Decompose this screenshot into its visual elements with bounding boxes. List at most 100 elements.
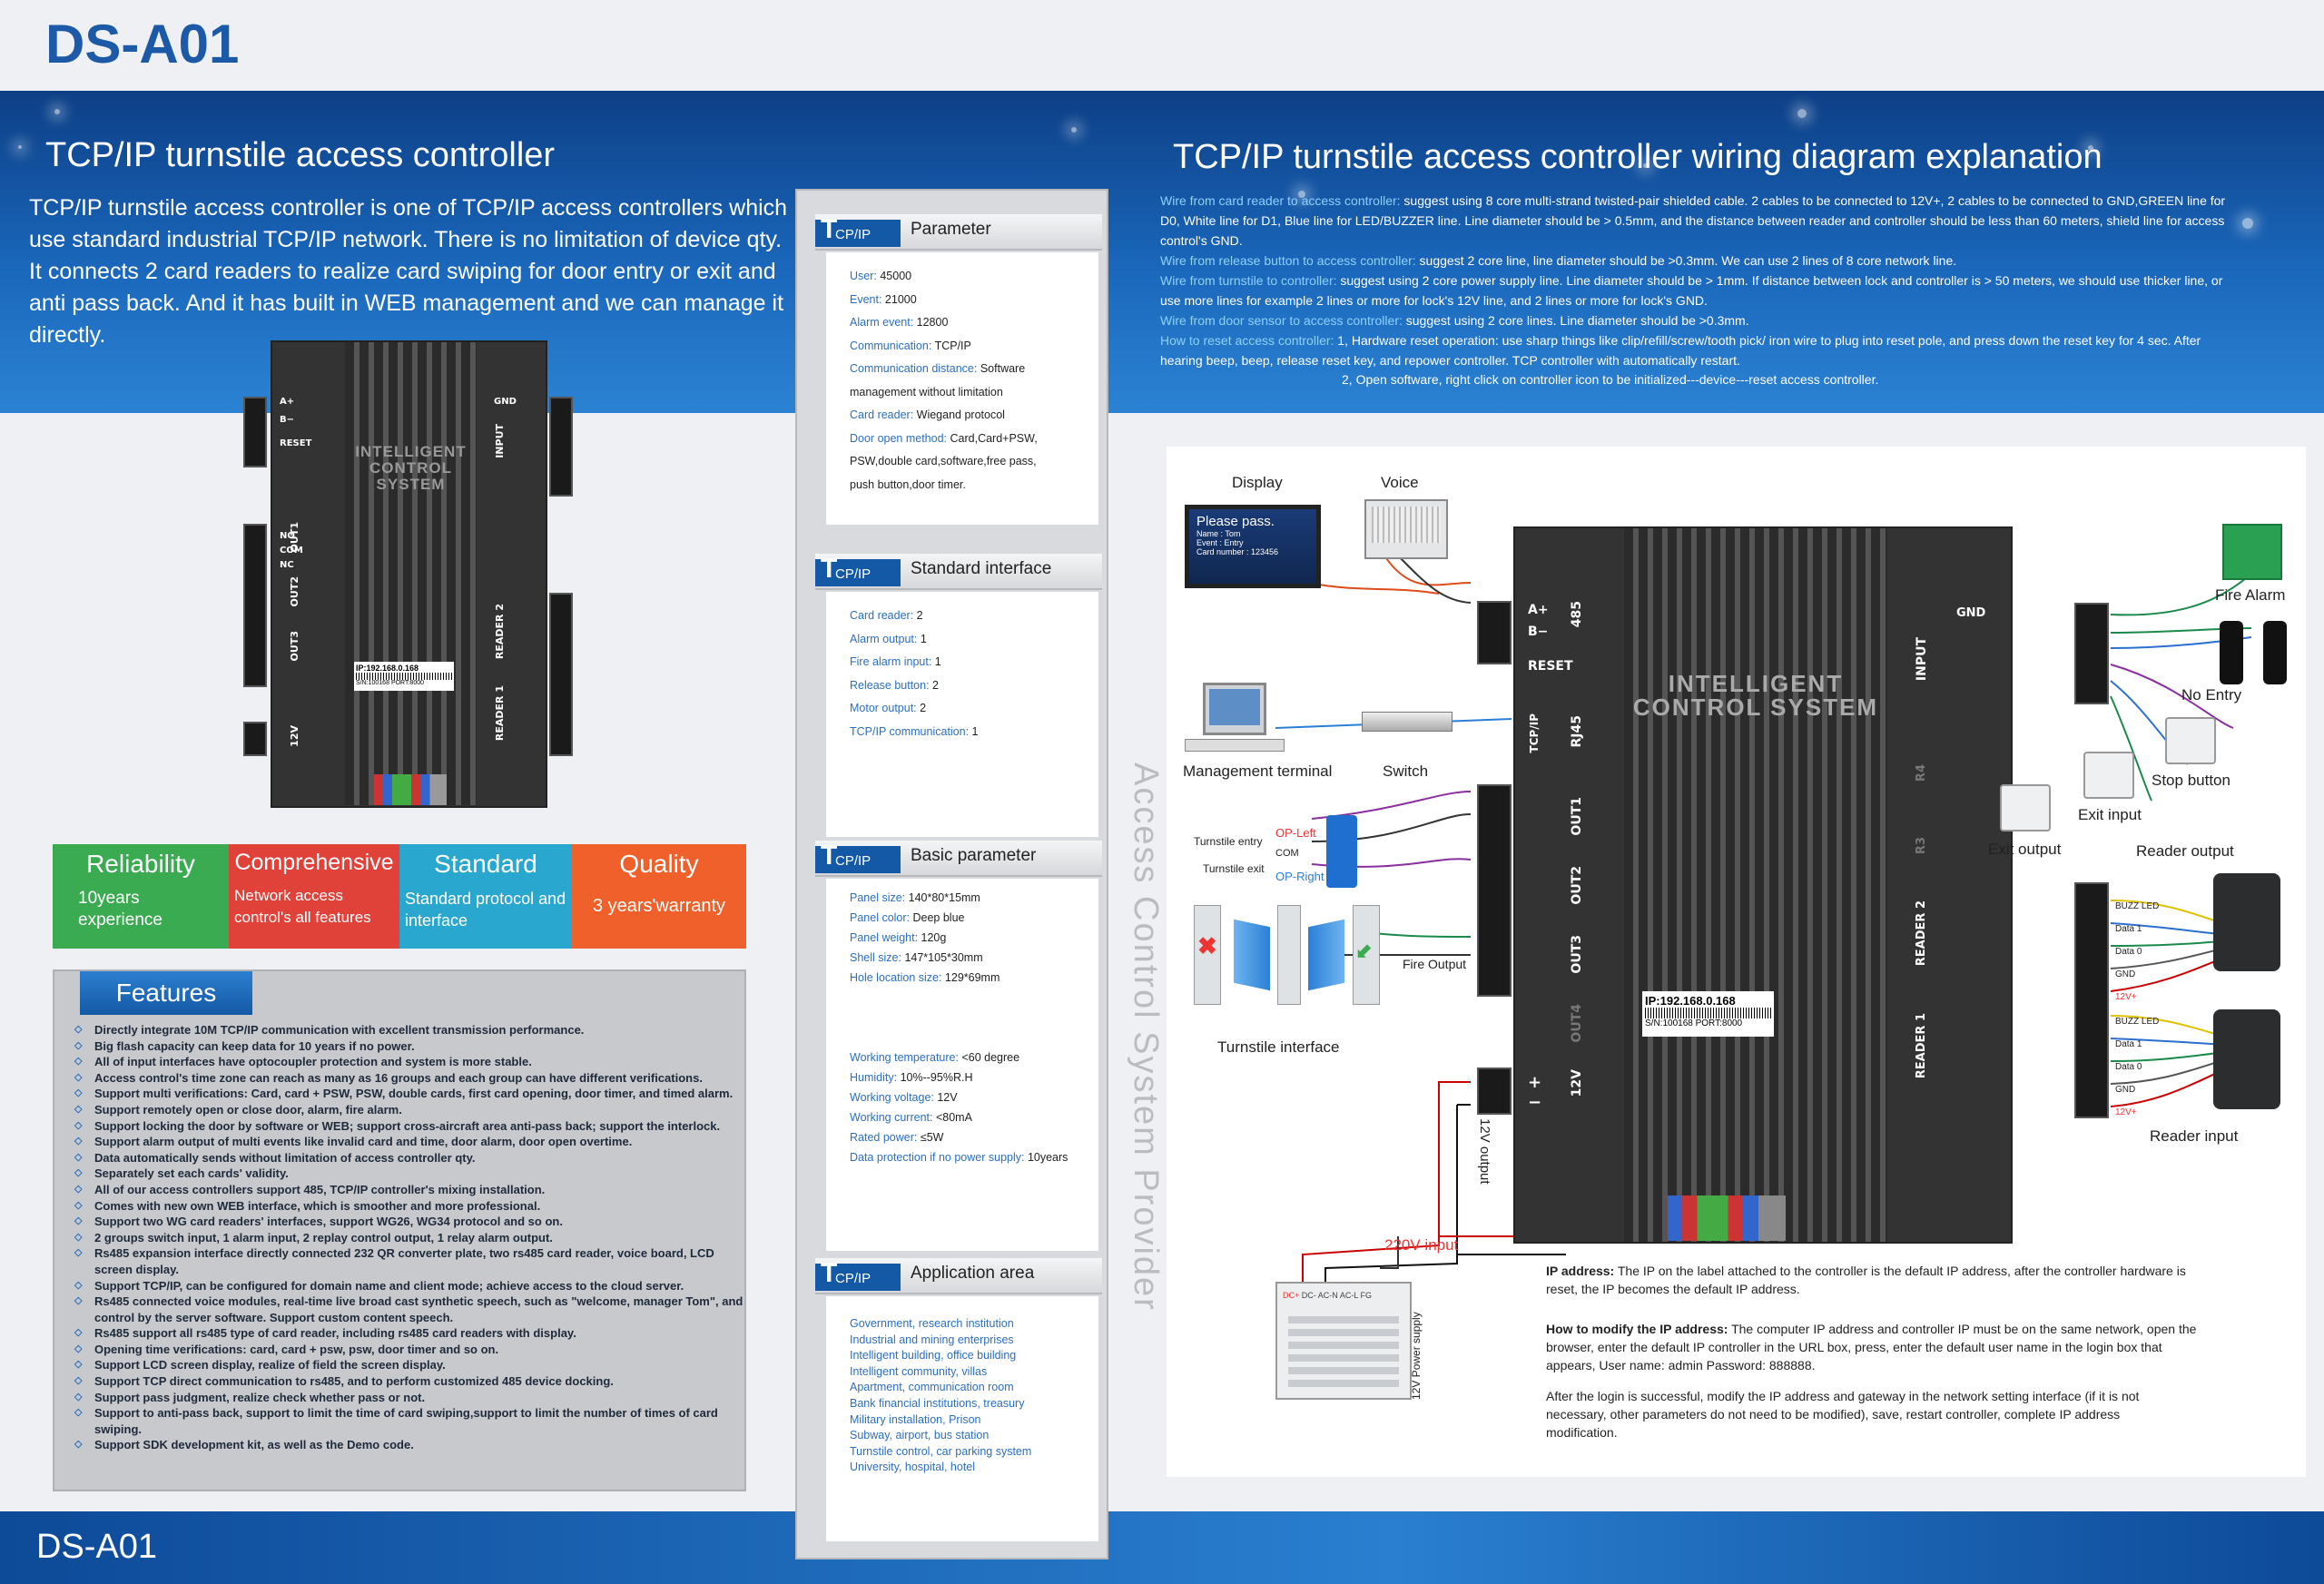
op-com-label: COM xyxy=(1275,848,1299,859)
spec-row: Panel weight: 120g xyxy=(850,928,1095,948)
basic-heading: Basic parameter xyxy=(911,846,1037,865)
model-title: DS-A01 xyxy=(45,14,240,74)
spec-row: Panel size: 140*80*15mm xyxy=(850,888,1095,908)
spec-key: Rated power: xyxy=(850,1131,921,1144)
feature-item: Support TCP direct communication to rs48… xyxy=(73,1373,744,1390)
terminal-readers[interactable] xyxy=(2074,882,2109,1118)
sn-text: S/N:100168 xyxy=(356,680,389,686)
mgmt-label: Management terminal xyxy=(1183,762,1333,780)
feature-item: Directly integrate 10M TCP/IP communicat… xyxy=(73,1022,744,1038)
spec-key: Fire alarm input: xyxy=(850,655,935,668)
bokeh-dot xyxy=(1643,163,1648,168)
standard-heading: Standard interface xyxy=(911,559,1052,578)
feature-item: Support two WG card readers' interfaces,… xyxy=(73,1214,744,1230)
wire-label: GND xyxy=(2115,1085,2136,1095)
fire-alarm-device xyxy=(2222,524,2282,580)
voice-label: Voice xyxy=(1381,474,1419,491)
lbl-reader2: READER 2 xyxy=(1915,900,1928,967)
spec-key: TCP/IP communication: xyxy=(850,724,972,738)
application-item: Government, research institution xyxy=(850,1317,1014,1330)
terminal-input[interactable] xyxy=(2074,603,2109,704)
psu-terminal: AC-L xyxy=(1339,1291,1358,1300)
exit-input-device xyxy=(2083,752,2134,799)
spec-value: Card,Card+PSW, xyxy=(950,431,1038,445)
feature-quality: Quality 3 years'warranty xyxy=(572,844,746,949)
bokeh-dot xyxy=(18,145,22,149)
wiring-note-key: Wire from release button to access contr… xyxy=(1160,253,1416,268)
lbl-out3: OUT3 xyxy=(289,631,300,662)
exit-output-label: Exit output xyxy=(1988,841,2062,858)
sensor-right xyxy=(2263,621,2287,684)
spec-key: User: xyxy=(850,270,881,282)
ip-text: IP:192.168.0.168 xyxy=(356,664,419,673)
terminal-readers xyxy=(549,593,573,756)
lbl-gnd: GND xyxy=(1956,606,1986,620)
spec-value: 2 xyxy=(916,609,923,622)
spec-value: 1 xyxy=(971,724,979,738)
bokeh-dot xyxy=(2242,218,2253,229)
feature-item: Support to anti-pass back, support to li… xyxy=(73,1405,744,1437)
spec-row: Alarm output: 1 xyxy=(850,628,1095,652)
lbl-input: INPUT xyxy=(1915,637,1929,682)
parameter-header: CP/IP Parameter xyxy=(815,214,1102,251)
led-strip xyxy=(1668,1195,1786,1241)
spec-value: 120g xyxy=(921,931,947,944)
psu-label: 12V Power supply xyxy=(1410,1312,1423,1400)
application-item: Intelligent community, villas xyxy=(850,1364,988,1378)
wiring-diagram: Display Please pass. Name : Tom Event : … xyxy=(1167,447,2306,1477)
spec-key: Shell size: xyxy=(850,951,905,964)
spec-value: Deep blue xyxy=(912,911,965,924)
psu-terminal: AC-N xyxy=(1317,1291,1338,1300)
spec-key: Card reader: xyxy=(850,408,917,421)
terminal-input xyxy=(549,397,573,497)
spec-key: Panel color: xyxy=(850,911,913,924)
reset-step-2: 2, Open software, right click on control… xyxy=(1342,372,1879,387)
screen-line-1: Please pass. xyxy=(1196,514,1275,529)
lbl-b-minus: B− xyxy=(1528,625,1549,639)
turnstile-if-label: Turnstile interface xyxy=(1217,1038,1340,1056)
after-login-note: After the login is successful, modify th… xyxy=(1546,1389,2140,1440)
feature-item: 2 groups switch input, 1 alarm input, 2 … xyxy=(73,1230,744,1246)
spec-value: 129*69mm xyxy=(944,971,1000,984)
spec-key: Panel weight: xyxy=(850,931,921,944)
wire xyxy=(2110,664,2234,729)
spec-row: Communication: TCP/IP xyxy=(850,335,1095,359)
left-title: TCP/IP turnstile access controller xyxy=(45,136,556,174)
stop-button-label: Stop button xyxy=(2152,772,2230,789)
lbl-reset: RESET xyxy=(1528,659,1573,674)
bokeh-dot xyxy=(1298,191,1305,198)
wiring-note-text: suggest using 2 core lines. Line diamete… xyxy=(1402,313,1749,328)
application-item: Bank financial institutions, treasury xyxy=(850,1396,1025,1410)
wiring-note-key: How to reset access controller: xyxy=(1160,333,1334,348)
lbl-reader2: READER 2 xyxy=(494,604,506,660)
spec-row: Working temperature: <60 degree xyxy=(850,1048,1095,1067)
bokeh-dot xyxy=(1071,127,1077,133)
feature-item: Support LCD screen display, realize of f… xyxy=(73,1357,744,1373)
vertical-watermark: Access Control System Provider xyxy=(1127,762,1165,1312)
spec-row: Fire alarm input: 1 xyxy=(850,651,1095,674)
terminal-485[interactable] xyxy=(1477,601,1512,664)
feature-title: Reliability xyxy=(86,850,195,878)
wire-label: 12V+ xyxy=(2115,1107,2137,1117)
spec-value: PSW,double card,software,free pass, xyxy=(850,455,1037,467)
terminal-outputs[interactable] xyxy=(1477,784,1512,997)
feature-item: All of input interfaces have optocoupler… xyxy=(73,1054,744,1070)
spec-value: push button,door timer. xyxy=(850,477,966,491)
led-strip xyxy=(374,774,447,805)
basic-header: CP/IP Basic parameter xyxy=(815,841,1102,877)
terminal-power[interactable] xyxy=(1477,1067,1512,1115)
display-device: Please pass. Name : Tom Event : Entry Ca… xyxy=(1185,505,1321,588)
switch-label: Switch xyxy=(1383,762,1429,780)
application-item: Industrial and mining enterprises xyxy=(850,1333,1014,1346)
application-item: Military installation, Prison xyxy=(850,1412,981,1426)
basic-card xyxy=(826,879,1098,1251)
spec-row: Working voltage: 12V xyxy=(850,1087,1095,1107)
wire xyxy=(1384,555,1472,586)
input220-label: 220V input xyxy=(1384,1236,1459,1254)
controller-thumbnail: INTELLIGENT CONTROL SYSTEM IP:192.168.0.… xyxy=(243,340,579,808)
lbl-out2: OUT2 xyxy=(1570,866,1584,905)
spec-row: Working current: <80mA xyxy=(850,1107,1095,1127)
feature-item: Separately set each cards' validity. xyxy=(73,1166,744,1182)
